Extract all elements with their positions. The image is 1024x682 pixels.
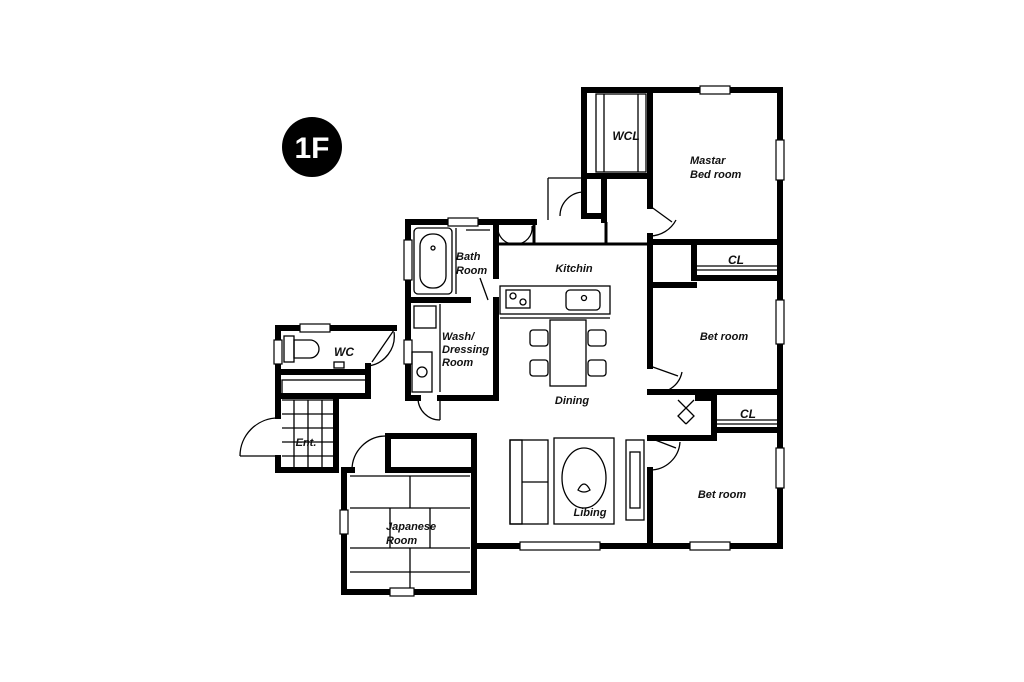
label-living: Libing — [574, 507, 607, 519]
label-japanese-1: Japanese — [386, 521, 436, 533]
toilet-icon — [283, 335, 345, 369]
label-dining: Dining — [555, 395, 589, 407]
bathtub-icon — [413, 227, 490, 295]
label-bath-1: Bath — [456, 251, 481, 263]
doors — [239, 191, 695, 471]
label-closet-1: CL — [728, 253, 744, 267]
label-wc: WC — [334, 345, 354, 359]
label-closet-2: CL — [740, 407, 756, 421]
label-wcl: WCL — [612, 129, 639, 143]
label-kitchen: Kitchin — [555, 263, 593, 275]
label-bedroom-2: Bet room — [698, 489, 747, 501]
floor-badge-label: 1F — [294, 132, 329, 165]
closet-rods — [696, 265, 778, 425]
label-entrance: Ent. — [296, 437, 317, 449]
kitchen-counter — [499, 285, 611, 319]
label-wash-1: Wash/ — [442, 331, 476, 343]
label-master-bedroom-2: Bed room — [690, 169, 742, 181]
label-wash-3: Room — [442, 357, 473, 369]
label-wash-2: Dressing — [442, 344, 489, 356]
tatami-mats — [350, 475, 470, 588]
entrance-tiles — [281, 379, 367, 468]
windows — [273, 85, 785, 597]
label-bath-2: Room — [456, 265, 487, 277]
washbasin-icon — [411, 304, 441, 393]
label-bedroom-1: Bet room — [700, 331, 749, 343]
partitions — [496, 177, 650, 246]
label-japanese-2: Room — [386, 535, 417, 547]
floor-badge: 1F — [282, 117, 342, 177]
room-labels: WCL Mastar Bed room CL Bet room CL Bet r… — [296, 129, 756, 547]
dining-table — [529, 319, 607, 387]
living-furniture — [509, 437, 645, 525]
wcl-shelving — [595, 93, 647, 173]
label-master-bedroom-1: Mastar — [690, 155, 726, 167]
